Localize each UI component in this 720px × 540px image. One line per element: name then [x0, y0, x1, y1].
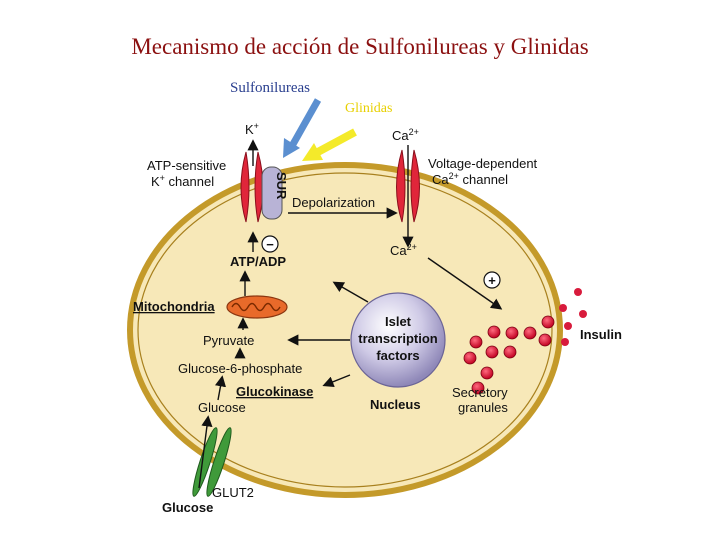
pyruvate-label: Pyruvate: [203, 333, 254, 348]
vdcc-label-1: Voltage-dependent: [428, 156, 538, 171]
nucleus: [350, 292, 446, 388]
atp-adp-label: ATP/ADP: [230, 254, 286, 269]
glut2-label: GLUT2: [212, 485, 254, 500]
granules-label-1: Secretory: [452, 385, 508, 400]
glucokinase-label: Glucokinase: [236, 384, 313, 399]
page-title: Mecanismo de acción de Sulfonilureas y G…: [131, 34, 589, 59]
nucleus-text-2: transcription: [358, 331, 438, 346]
depolarization-label: Depolarization: [292, 195, 375, 210]
cell-membrane: [127, 162, 563, 498]
plus-icon: [483, 271, 501, 289]
atp-channel-label-1: ATP-sensitive: [147, 158, 226, 173]
g6p-label: Glucose-6-phosphate: [178, 361, 302, 376]
granules-label-2: granules: [458, 400, 508, 415]
secretory-granules-icon: [463, 315, 555, 395]
vdcc-label-2: Ca2+ channel: [432, 171, 508, 187]
k-ion-label: K+: [245, 121, 259, 137]
insulin-label: Insulin: [580, 327, 622, 342]
glut2-transporter-icon: [192, 427, 232, 497]
glinidas-label: Glinidas: [345, 101, 393, 116]
atp-channel-label-2: K+ channel: [151, 173, 214, 189]
mitochondria-label: Mitochondria: [133, 299, 215, 314]
ca-ion-top-label: Ca2+: [392, 127, 419, 143]
glucose-outside-label: Glucose: [162, 500, 213, 515]
nucleus-text-3: factors: [376, 348, 419, 363]
sulfonilureas-arrow: [283, 98, 322, 158]
glinidas-arrow: [302, 128, 357, 161]
sur-label: SUR: [274, 172, 289, 200]
minus-symbol: −: [266, 237, 274, 252]
plus-symbol: +: [488, 273, 496, 288]
insulin-icon: [559, 288, 587, 346]
mitochondria-icon: [226, 295, 288, 319]
minus-icon: [261, 235, 279, 253]
ca-channel-icon: [396, 149, 420, 223]
nucleus-label: Nucleus: [370, 397, 421, 412]
sulfonilureas-label: Sulfonilureas: [230, 80, 310, 96]
ca-ion-inside-label: Ca2+: [390, 242, 417, 258]
glucose-inside-label: Glucose: [198, 400, 246, 415]
sur-receptor: [261, 166, 283, 220]
nucleus-text-1: Islet: [385, 314, 412, 329]
